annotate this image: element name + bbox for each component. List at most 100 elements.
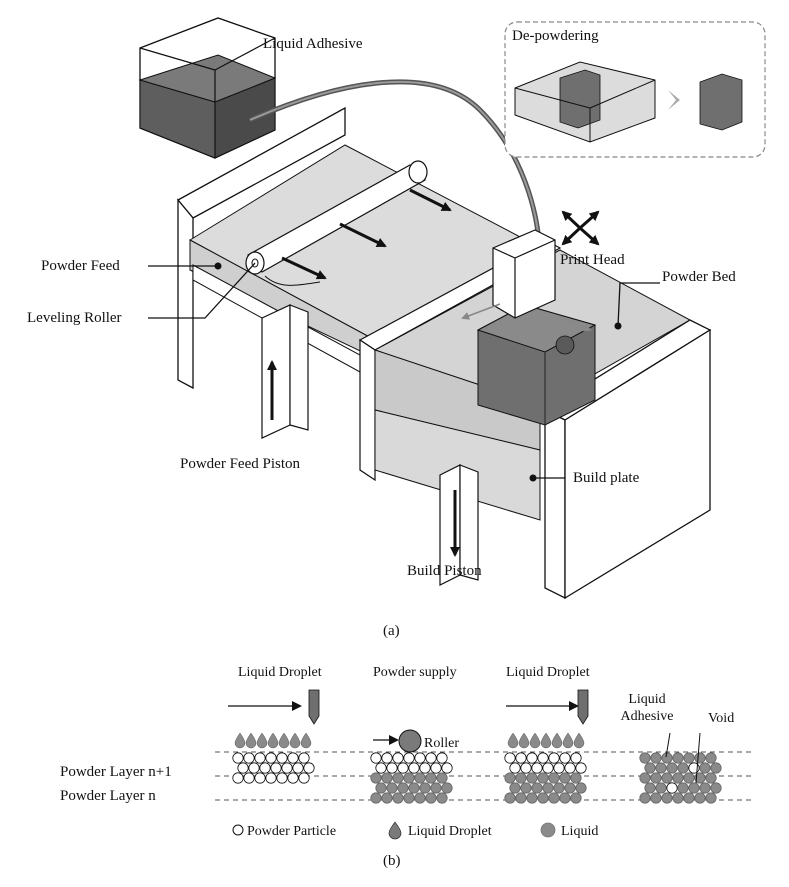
particle: [298, 772, 310, 784]
nozzle-icon-2: [577, 689, 589, 725]
particle: [531, 762, 543, 774]
particle: [515, 772, 527, 784]
particle: [287, 752, 299, 764]
stage1-droplets: [234, 732, 312, 749]
particle: [509, 762, 521, 774]
particle: [243, 752, 255, 764]
particle: [542, 762, 554, 774]
particle: [237, 762, 249, 774]
particle: [694, 772, 706, 784]
particle: [298, 752, 310, 764]
droplet: [518, 732, 530, 749]
droplet: [300, 732, 312, 749]
particle: [436, 772, 448, 784]
particle: [408, 762, 420, 774]
particle: [370, 792, 382, 804]
particle: [386, 762, 398, 774]
circle-outline-icon: [232, 824, 244, 836]
legend-label-0: Powder Particle: [247, 824, 336, 839]
particle: [526, 772, 538, 784]
particle: [414, 752, 426, 764]
particle: [419, 762, 431, 774]
roller-label: Roller: [424, 736, 459, 751]
particle: [559, 752, 571, 764]
particle: [520, 782, 532, 794]
particle: [436, 752, 448, 764]
droplet: [267, 732, 279, 749]
droplet: [529, 732, 541, 749]
particle: [699, 782, 711, 794]
stage4-powder: [639, 752, 722, 804]
print-head: [492, 229, 556, 319]
layer-n-label: Powder Layer n: [60, 788, 156, 804]
particle: [575, 782, 587, 794]
particle: [414, 792, 426, 804]
particle: [430, 762, 442, 774]
droplet-icon: [388, 821, 402, 840]
build-piston-label: Build Piston: [407, 563, 482, 579]
particle: [276, 772, 288, 784]
particle: [639, 772, 651, 784]
particle: [392, 772, 404, 784]
stage3-droplets: [507, 732, 585, 749]
particle: [570, 752, 582, 764]
particle: [705, 772, 717, 784]
particle: [381, 772, 393, 784]
particle: [639, 752, 651, 764]
depowdering-inset: [504, 21, 766, 158]
particle: [559, 772, 571, 784]
particle: [375, 762, 387, 774]
particle: [504, 792, 516, 804]
particle: [650, 792, 662, 804]
particle: [537, 792, 549, 804]
particle: [564, 762, 576, 774]
print-head-axis-icon: [561, 210, 600, 246]
particle: [370, 772, 382, 784]
particle: [520, 762, 532, 774]
droplet: [507, 732, 519, 749]
depowdering-label: De-powdering: [512, 28, 599, 44]
particle: [425, 752, 437, 764]
particle: [403, 772, 415, 784]
particle: [526, 752, 538, 764]
particle: [537, 772, 549, 784]
particle: [243, 772, 255, 784]
droplet: [289, 732, 301, 749]
particle: [694, 792, 706, 804]
particle: [666, 782, 678, 794]
particle: [710, 762, 722, 774]
void-label: Void: [708, 711, 734, 726]
powder-supply-label: Powder supply: [373, 665, 457, 680]
particle: [265, 752, 277, 764]
particle: [644, 762, 656, 774]
particle: [553, 762, 565, 774]
particle: [553, 782, 565, 794]
filled-circle-icon: [540, 822, 556, 838]
particle: [683, 772, 695, 784]
build-plate-label: Build plate: [573, 470, 640, 486]
particle: [254, 752, 266, 764]
particle: [688, 782, 700, 794]
particle: [370, 752, 382, 764]
particle: [677, 762, 689, 774]
liquid-droplet-label-1: Liquid Droplet: [238, 665, 322, 680]
droplet: [278, 732, 290, 749]
stage2-powder: [370, 752, 453, 804]
particle: [425, 792, 437, 804]
roller-icon: [398, 729, 422, 753]
particle: [537, 752, 549, 764]
particle: [531, 782, 543, 794]
particle: [548, 772, 560, 784]
particle: [655, 782, 667, 794]
particle: [232, 772, 244, 784]
particle: [509, 782, 521, 794]
particle: [570, 772, 582, 784]
particle: [650, 752, 662, 764]
particle: [694, 752, 706, 764]
particle: [575, 762, 587, 774]
droplet: [562, 732, 574, 749]
particle: [542, 782, 554, 794]
powder-bed-label: Powder Bed: [662, 269, 736, 285]
particle: [504, 772, 516, 784]
